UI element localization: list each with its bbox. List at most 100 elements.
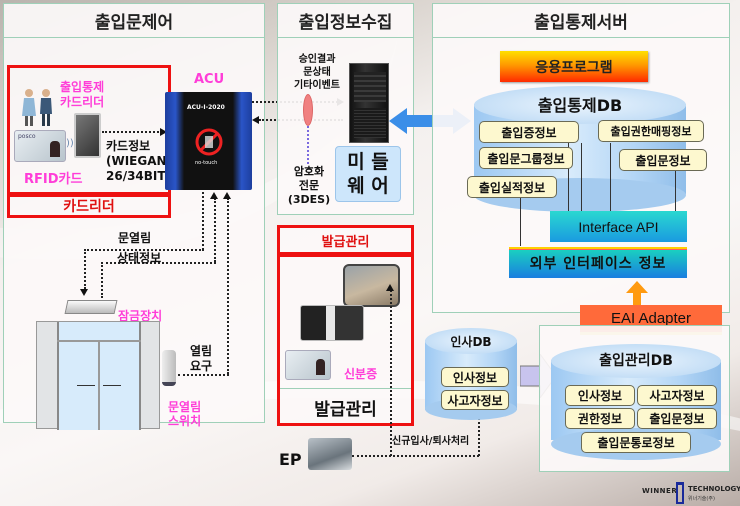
middleware-box: 미 들 웨 어 bbox=[335, 146, 401, 202]
issuance-divider bbox=[280, 388, 411, 389]
door-open-flow-line bbox=[202, 192, 204, 250]
card-brand: posco bbox=[18, 133, 36, 140]
issuance-bottom-title: 발급관리 bbox=[314, 400, 377, 420]
control-db-item: 출입권한매핑정보 bbox=[598, 120, 704, 142]
control-db-item: 출입증정보 bbox=[479, 121, 579, 143]
control-db-item: 출입문그룹정보 bbox=[479, 147, 573, 169]
up-arrow-icon bbox=[626, 281, 648, 307]
magnetic-lock-image bbox=[64, 300, 118, 314]
rfid-card-image: posco bbox=[14, 130, 66, 162]
ep-label: EP bbox=[279, 450, 302, 469]
card-printer-image bbox=[300, 305, 364, 341]
access-db-item: 권한정보 bbox=[565, 408, 635, 429]
logo-left-text: WINNER bbox=[642, 487, 678, 495]
people-icon bbox=[22, 89, 52, 126]
card-reader-device bbox=[74, 113, 101, 158]
status-info-label: 상태정보 bbox=[117, 251, 162, 265]
logo-sub-text: 위너기술(주) bbox=[688, 496, 715, 502]
ep-to-hrdb-line bbox=[478, 415, 480, 456]
encryption-label: 암호화 전문 (3DES) bbox=[287, 165, 331, 206]
door-open-flow-line bbox=[84, 249, 204, 251]
ep-to-issuance-line bbox=[390, 290, 392, 456]
ep-flow-label: 신규입사/퇴사처리 bbox=[392, 436, 470, 447]
card-info-label: 카드정보 (WIEGAND 26/34BITS) bbox=[106, 139, 180, 183]
open-request-flow-line bbox=[227, 198, 229, 374]
issuance-title-box: 발급관리 bbox=[277, 225, 414, 255]
acu-device: ACU-I-2020 no-touch bbox=[165, 92, 252, 190]
interface-api-label: Interface API bbox=[578, 218, 659, 235]
application-program-box: 응용프로그램 bbox=[500, 51, 648, 82]
hr-db-title: 인사DB bbox=[450, 335, 492, 349]
open-request-flow-line bbox=[178, 374, 229, 376]
encryption-marker bbox=[303, 94, 313, 126]
door-switch-image bbox=[162, 350, 176, 386]
ep-office-image bbox=[308, 438, 352, 470]
door-switch-label: 문열림 스위치 bbox=[168, 400, 202, 428]
door-open-label: 문열림 bbox=[118, 231, 152, 245]
issuance-group-box bbox=[277, 254, 414, 426]
control-db-cylinder-top bbox=[474, 86, 686, 124]
id-card-image bbox=[285, 350, 331, 380]
acu-label: ACU bbox=[194, 72, 225, 87]
access-db-item: 출입문정보 bbox=[637, 408, 717, 429]
card-reader-title-box: 카드리더 bbox=[7, 194, 171, 218]
middleware-label: 미 들 웨 어 bbox=[347, 151, 389, 197]
card-reader-title: 카드리더 bbox=[63, 199, 115, 215]
hr-db-item: 사고자정보 bbox=[441, 390, 509, 410]
logo-right-text: TECHNOLOGY bbox=[688, 485, 740, 493]
card-photo bbox=[50, 141, 60, 157]
control-db-item: 출입문정보 bbox=[619, 149, 707, 171]
server-tower-image bbox=[349, 63, 389, 143]
control-db-item: 출입실적정보 bbox=[467, 176, 557, 198]
arrow-right-icon bbox=[160, 128, 167, 136]
arrow-left-icon bbox=[252, 116, 259, 124]
arrow-up-icon bbox=[223, 192, 231, 199]
rfid-label: RFID카드 bbox=[24, 172, 83, 187]
access-db-item: 출입문통로정보 bbox=[581, 432, 691, 453]
card-info-flow-line bbox=[102, 131, 162, 133]
events-label: 승인결과 문상태 기타이벤트 bbox=[294, 54, 340, 91]
access-db-item: 인사정보 bbox=[565, 385, 635, 406]
open-request-label: 열림 요구 bbox=[190, 344, 213, 373]
company-logo: WINNER TECHNOLOGY 위너기술(주) bbox=[642, 482, 740, 504]
panel-title: 출입통제서버 bbox=[433, 4, 729, 38]
door-image bbox=[36, 321, 160, 430]
logo-mark-icon bbox=[676, 482, 684, 504]
arrow-up-icon bbox=[386, 284, 394, 291]
application-program-label: 응용프로그램 bbox=[535, 59, 613, 76]
connector-line bbox=[581, 143, 582, 213]
lock-label: 잠금장치 bbox=[118, 309, 163, 323]
access-db-title: 출입관리DB bbox=[599, 353, 673, 369]
status-flow-line bbox=[101, 262, 216, 264]
card-reader-label: 출입통제 카드리더 bbox=[60, 80, 105, 109]
status-flow-line bbox=[101, 262, 103, 298]
hr-db-cylinder-top bbox=[425, 328, 517, 354]
id-card-label: 신분증 bbox=[344, 367, 378, 381]
connector-line bbox=[675, 170, 676, 213]
external-interface-label: 외부 인터페이스 정보 bbox=[529, 255, 667, 272]
connector-line bbox=[568, 143, 569, 213]
hr-db-item: 인사정보 bbox=[441, 367, 509, 387]
control-db-title: 출입통제DB bbox=[537, 96, 623, 115]
wireless-icon: ))) bbox=[66, 138, 78, 149]
connector-line bbox=[610, 143, 611, 213]
acu-device-text: ACU-I-2020 bbox=[187, 104, 225, 111]
panel-title: 출입문제어 bbox=[4, 4, 264, 38]
access-db-item: 사고자정보 bbox=[637, 385, 717, 406]
door-open-flow-line bbox=[84, 249, 86, 289]
issuance-title: 발급관리 bbox=[321, 234, 370, 250]
arrow-up-icon bbox=[210, 192, 218, 199]
connector-line bbox=[520, 196, 521, 246]
eai-adapter-label: EAI Adapter bbox=[610, 310, 692, 327]
interface-api-box: Interface API bbox=[550, 211, 687, 242]
external-interface-box: 외부 인터페이스 정보 bbox=[509, 247, 687, 278]
arrow-down-icon bbox=[80, 289, 88, 296]
encryption-link-line bbox=[307, 126, 309, 164]
acu-sub-text: no-touch bbox=[195, 160, 218, 166]
ep-flow-line bbox=[352, 455, 479, 457]
access-db-cylinder-top bbox=[551, 344, 721, 378]
panel-title: 출입정보수집 bbox=[278, 4, 413, 38]
bidirectional-arrow-icon bbox=[389, 108, 471, 134]
status-flow-line bbox=[214, 198, 216, 262]
